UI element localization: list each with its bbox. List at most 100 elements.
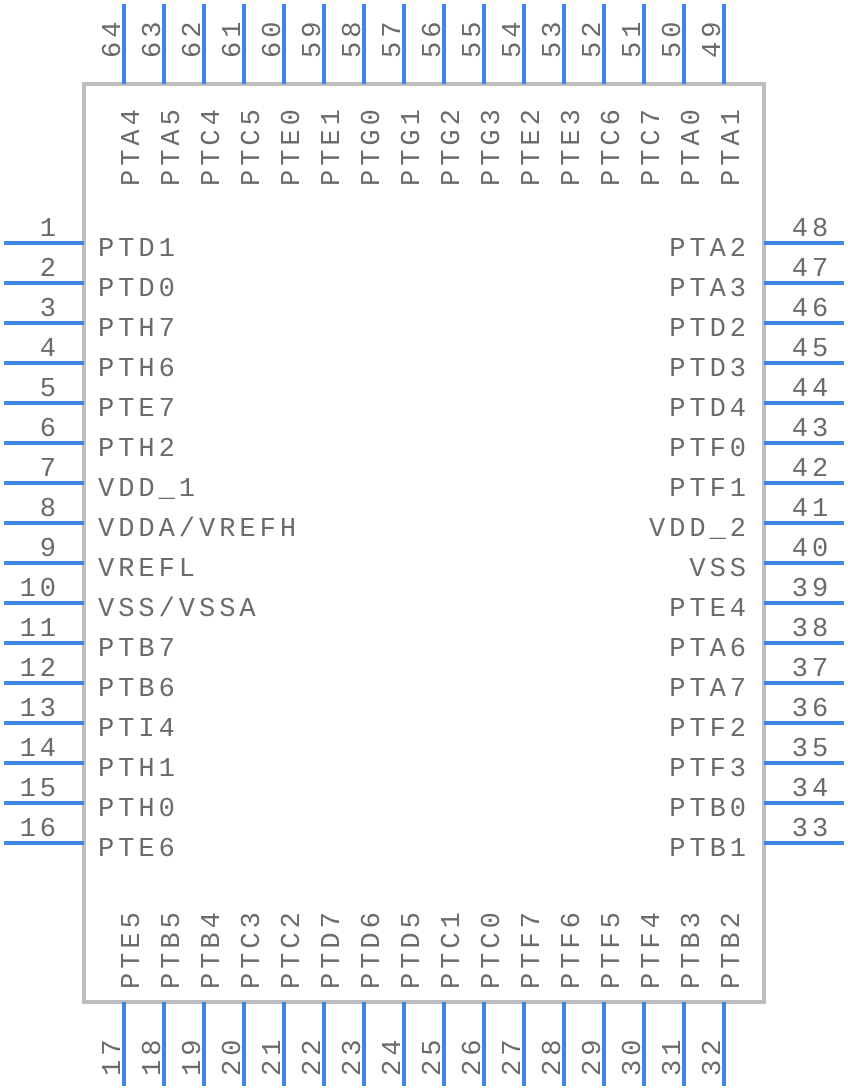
pin-number: 54 (499, 18, 529, 58)
ic-body (82, 82, 766, 1004)
pin-name: PTB3 (678, 908, 708, 989)
pin-number: 24 (379, 1036, 409, 1076)
pin-number: 16 (20, 815, 60, 845)
pin-number: 5 (40, 375, 60, 405)
pin-number: 55 (459, 18, 489, 58)
pin-number: 11 (20, 615, 60, 645)
pin-number: 27 (499, 1036, 529, 1076)
pin-name: PTE5 (118, 908, 148, 989)
pin-name: PTH7 (98, 315, 179, 345)
pin-name: PTD6 (358, 908, 388, 989)
pin-name: PTA5 (158, 105, 188, 186)
pin-number: 19 (179, 1036, 209, 1076)
pin-number: 39 (792, 575, 832, 605)
pin-number: 29 (579, 1036, 609, 1076)
pin-name: PTC0 (478, 908, 508, 989)
pin-name: PTB5 (158, 908, 188, 989)
pin-number: 13 (20, 695, 60, 725)
pin-name: PTC4 (198, 105, 228, 186)
pin-name: VDD_1 (98, 475, 199, 505)
pin-name: PTF7 (518, 908, 548, 989)
pin-number: 21 (259, 1036, 289, 1076)
pin-number: 41 (792, 495, 832, 525)
pin-name: PTG0 (358, 105, 388, 186)
pin-name: PTF1 (669, 475, 750, 505)
pin-number: 10 (20, 575, 60, 605)
pin-name: PTE7 (98, 395, 179, 425)
pin-name: PTD0 (98, 275, 179, 305)
pin-name: VSS (689, 555, 750, 585)
pin-number: 4 (40, 335, 60, 365)
pin-name: PTC3 (238, 908, 268, 989)
pin-number: 53 (539, 18, 569, 58)
pin-number: 63 (139, 18, 169, 58)
pin-number: 49 (699, 18, 729, 58)
pin-number: 56 (419, 18, 449, 58)
pin-name: PTE4 (669, 595, 750, 625)
pin-name: PTG3 (478, 105, 508, 186)
pin-name: PTD5 (398, 908, 428, 989)
pin-number: 6 (40, 415, 60, 445)
pin-number: 35 (792, 735, 832, 765)
pin-name: PTD3 (669, 355, 750, 385)
pin-name: PTB7 (98, 635, 179, 665)
pin-number: 44 (792, 375, 832, 405)
pin-number: 58 (339, 18, 369, 58)
pin-number: 64 (99, 18, 129, 58)
pin-name: PTE0 (278, 105, 308, 186)
pin-number: 20 (219, 1036, 249, 1076)
pin-name: PTB1 (669, 835, 750, 865)
pin-name: VDD_2 (649, 515, 750, 545)
pin-number: 15 (20, 775, 60, 805)
pin-name: PTG2 (438, 105, 468, 186)
pin-name: PTA0 (678, 105, 708, 186)
pin-number: 47 (792, 255, 832, 285)
pin-number: 33 (792, 815, 832, 845)
pin-name: PTD2 (669, 315, 750, 345)
pin-name: PTE3 (558, 105, 588, 186)
pin-name: PTD1 (98, 235, 179, 265)
pin-name: PTE6 (98, 835, 179, 865)
pin-name: PTA3 (669, 275, 750, 305)
pin-number: 9 (40, 535, 60, 565)
pin-name: PTH0 (98, 795, 179, 825)
pin-name: VSS/VSSA (98, 595, 260, 625)
pin-name: PTF3 (669, 755, 750, 785)
pin-number: 1 (40, 215, 60, 245)
pin-name: PTE2 (518, 105, 548, 186)
pin-name: PTF2 (669, 715, 750, 745)
pin-number: 60 (259, 18, 289, 58)
pin-number: 51 (619, 18, 649, 58)
pin-number: 45 (792, 335, 832, 365)
pin-name: VREFL (98, 555, 199, 585)
pin-number: 37 (792, 655, 832, 685)
pin-number: 31 (659, 1036, 689, 1076)
pin-name: PTC2 (278, 908, 308, 989)
pin-name: PTB4 (198, 908, 228, 989)
pin-number: 8 (40, 495, 60, 525)
pin-number: 46 (792, 295, 832, 325)
pin-name: PTC5 (238, 105, 268, 186)
pin-name: PTA4 (118, 105, 148, 186)
pin-number: 30 (619, 1036, 649, 1076)
pin-number: 34 (792, 775, 832, 805)
pin-number: 28 (539, 1036, 569, 1076)
pin-name: PTA2 (669, 235, 750, 265)
pin-number: 26 (459, 1036, 489, 1076)
pin-number: 32 (699, 1036, 729, 1076)
pin-name: PTA1 (718, 105, 748, 186)
pin-number: 25 (419, 1036, 449, 1076)
pin-name: PTC1 (438, 908, 468, 989)
pin-name: PTH1 (98, 755, 179, 785)
pin-number: 3 (40, 295, 60, 325)
pin-name: PTB6 (98, 675, 179, 705)
pin-number: 7 (40, 455, 60, 485)
pin-name: PTC7 (638, 105, 668, 186)
pin-name: PTG1 (398, 105, 428, 186)
pin-name: PTF6 (558, 908, 588, 989)
pin-number: 50 (659, 18, 689, 58)
pin-number: 48 (792, 215, 832, 245)
pin-name: PTA6 (669, 635, 750, 665)
pin-number: 36 (792, 695, 832, 725)
